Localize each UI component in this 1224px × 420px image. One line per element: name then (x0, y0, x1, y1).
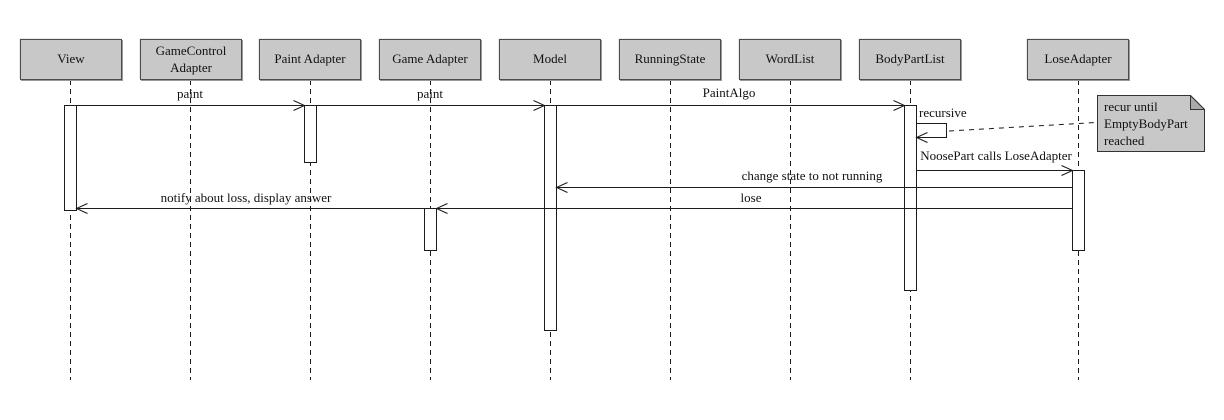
note-connector-line (948, 122, 1097, 132)
activation-paint-adapter (304, 105, 317, 163)
participant-loseadapter: LoseAdapter (1027, 39, 1129, 80)
arrowhead-recursive (915, 132, 928, 143)
note-fold-corner (1190, 95, 1205, 110)
message-label-paintalgo: PaintAlgo (702, 85, 756, 100)
participant-label: BodyPartList (875, 51, 945, 67)
activation-model (544, 105, 557, 331)
note-shape (1097, 95, 1205, 152)
activation-bodypartlist (904, 105, 917, 291)
participant-label: Game Adapter (392, 51, 468, 67)
message-label-paint-1: paint (177, 86, 203, 101)
participant-model: Model (499, 39, 601, 80)
participant-view: View (20, 39, 122, 80)
activation-loseadapter (1072, 170, 1085, 251)
arrowhead-noosepart (1061, 165, 1074, 176)
participant-gamecontrol-adapter: GameControl Adapter (140, 39, 242, 80)
participant-game-adapter: Game Adapter (379, 39, 481, 80)
participant-label: RunningState (634, 51, 706, 67)
arrowhead-paint-1 (293, 100, 306, 111)
arrowhead-lose (435, 203, 448, 214)
activation-bars (64, 105, 1085, 331)
participant-paint-adapter: Paint Adapter (259, 39, 361, 80)
note-line: recur until (1104, 99, 1158, 114)
participant-runningstate: RunningState (619, 39, 721, 80)
note-line: EmptyBodyPart (1104, 116, 1188, 131)
participant-label: WordList (765, 51, 815, 67)
participant-label: GameControl Adapter (155, 43, 227, 75)
note-recur-until: recur until EmptyBodyPart reached (1097, 95, 1205, 152)
participant-wordlist: WordList (739, 39, 841, 80)
arrowhead-paintalgo (893, 100, 906, 111)
participant-label: Model (533, 51, 567, 67)
message-label-change-state: change state to not running (741, 168, 883, 183)
message-label-noosepart: NoosePart calls LoseAdapter (920, 148, 1072, 163)
participant-label: LoseAdapter (1044, 51, 1112, 67)
participant-label: Paint Adapter (274, 51, 346, 67)
message-label-notify: notify about loss, display answer (160, 190, 332, 205)
arrowhead-notify (75, 203, 88, 214)
note-body (1097, 95, 1205, 152)
activation-view (64, 105, 77, 211)
message-arrows (75, 100, 1097, 214)
message-label-lose: lose (740, 190, 762, 205)
message-label-recursive: recursive (919, 105, 967, 120)
message-label-paint-2: paint (417, 86, 443, 101)
note-text: recur until EmptyBodyPart reached (1104, 98, 1188, 149)
participant-label: View (57, 51, 85, 67)
arrowhead-change-state (555, 182, 568, 193)
note-line: reached (1104, 133, 1145, 148)
participant-bodypartlist: BodyPartList (859, 39, 961, 80)
activation-game-adapter (424, 208, 437, 251)
arrowhead-paint-2 (533, 100, 546, 111)
